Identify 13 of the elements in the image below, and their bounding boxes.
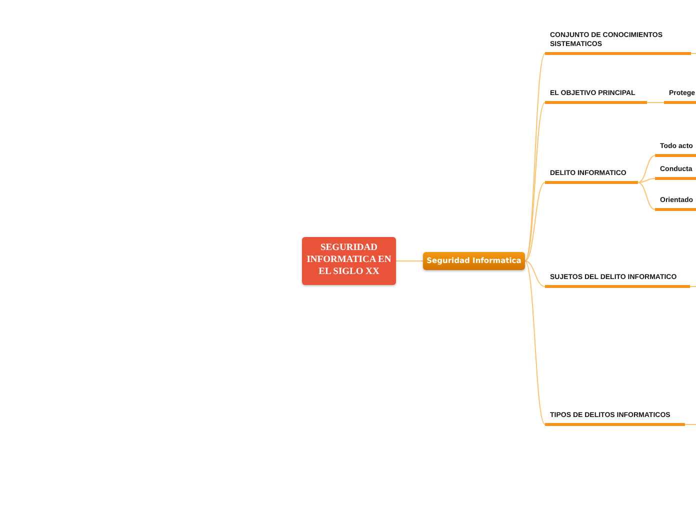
- connector-line: [524, 102, 546, 262]
- connector-line: [690, 286, 696, 287]
- connector-line: [638, 178, 656, 183]
- connector-line: [524, 260, 546, 287]
- connector-line: [638, 155, 656, 183]
- central-topic-box: SEGURIDAD INFORMATICA EN EL SIGLO XX: [302, 237, 396, 285]
- connector-line: [524, 260, 546, 425]
- connector-line: [646, 102, 664, 103]
- connector-line: [684, 424, 696, 425]
- connector-line: [690, 53, 696, 54]
- connector-line: [524, 182, 546, 262]
- connector-line: [638, 182, 656, 210]
- connector-line: [396, 260, 424, 262]
